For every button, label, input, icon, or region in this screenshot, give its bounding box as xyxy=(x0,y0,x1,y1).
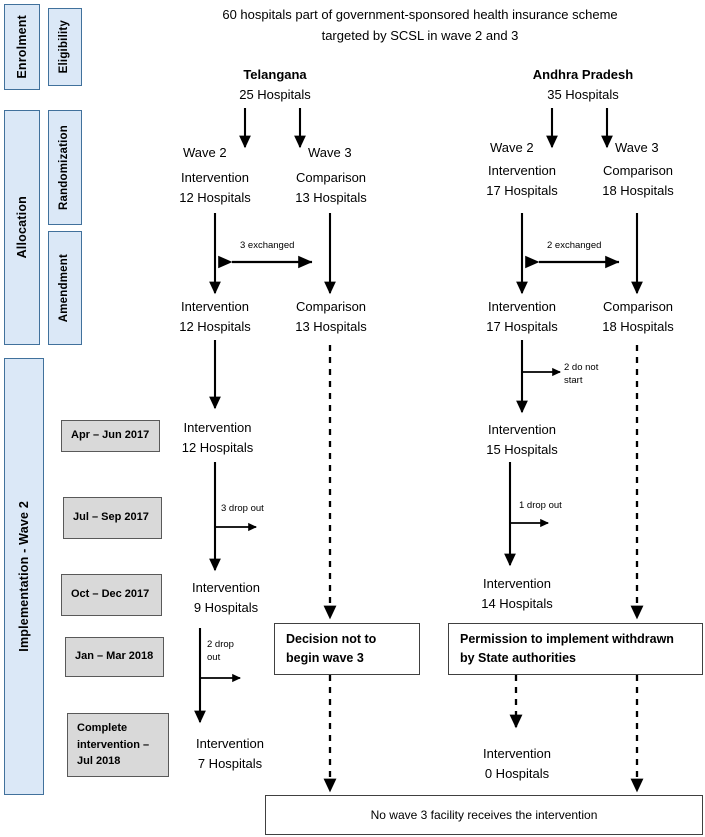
label-telangana-wave-2: Wave 2 xyxy=(183,145,227,160)
state-total-telangana: 25 Hospitals xyxy=(239,87,311,103)
period-label: Oct – Dec 2017 xyxy=(71,588,150,601)
arm-count: 18 Hospitals xyxy=(602,319,674,335)
arm-name: Intervention xyxy=(196,736,264,751)
arm-name: Comparison xyxy=(602,163,674,178)
phase-bar-amendment: Amendment xyxy=(48,231,82,345)
outcome-box-no-wave-3-facility: No wave 3 facility receives the interven… xyxy=(265,795,703,835)
note-telangana-exchanged: 3 exchanged xyxy=(240,240,295,251)
arm-count: 13 Hospitals xyxy=(295,319,367,335)
arm-name: Intervention xyxy=(183,420,252,435)
phase-label-amendment: Amendment xyxy=(58,253,71,323)
arm-count: 12 Hospitals xyxy=(179,319,251,335)
node-telangana-final-intervention: Intervention 7 Hospitals xyxy=(165,734,295,774)
phase-label-eligibility: Eligibility xyxy=(58,20,71,74)
note-andhra-drop-out-1: 1 drop out xyxy=(519,500,562,511)
node-telangana-q1-intervention: Intervention 12 Hospitals xyxy=(160,418,275,458)
title-line-2: targeted by SCSL in wave 2 and 3 xyxy=(321,28,519,44)
arm-name: Intervention xyxy=(488,163,556,178)
node-telangana-q3-intervention: Intervention 9 Hospitals xyxy=(165,578,287,618)
outcome-text: No wave 3 facility receives the interven… xyxy=(370,808,598,822)
arm-name: Comparison xyxy=(602,299,674,314)
period-label: Jan – Mar 2018 xyxy=(75,650,154,663)
outcome-text: Permission to implement withdrawn by Sta… xyxy=(460,632,674,665)
period-box-complete-intervention: Complete intervention – Jul 2018 xyxy=(67,713,169,777)
arm-count: 7 Hospitals xyxy=(197,756,263,772)
node-telangana-post-intervention: Intervention 12 Hospitals xyxy=(160,297,270,337)
phase-label-enrolment: Enrolment xyxy=(14,15,29,79)
phase-bar-randomization: Randomization xyxy=(48,110,82,225)
label-andhra-wave-2: Wave 2 xyxy=(490,140,534,155)
note-telangana-drop-out-2: 2 drop out xyxy=(207,639,234,663)
arm-count: 13 Hospitals xyxy=(295,190,367,206)
node-andhra-q3-intervention: Intervention 14 Hospitals xyxy=(455,574,579,614)
phase-bar-enrolment: Enrolment xyxy=(4,4,40,90)
state-name-telangana: Telangana xyxy=(243,67,307,82)
arm-count: 15 Hospitals xyxy=(486,442,558,458)
node-andhra-final-intervention: Intervention 0 Hospitals xyxy=(455,744,579,784)
period-label: Apr – Jun 2017 xyxy=(71,429,150,442)
period-box-jul-sep-2017: Jul – Sep 2017 xyxy=(63,497,162,539)
arm-count: 12 Hospitals xyxy=(181,440,254,456)
period-box-apr-jun-2017: Apr – Jun 2017 xyxy=(61,420,160,452)
arm-name: Intervention xyxy=(483,576,551,591)
node-andhra-post-comparison: Comparison 18 Hospitals xyxy=(583,297,693,337)
arm-name: Intervention xyxy=(181,170,249,185)
period-label: Jul – Sep 2017 xyxy=(73,511,149,524)
arm-count: 17 Hospitals xyxy=(486,183,558,199)
arm-count: 14 Hospitals xyxy=(481,596,553,612)
node-telangana-post-comparison: Comparison 13 Hospitals xyxy=(276,297,386,337)
arm-count: 17 Hospitals xyxy=(486,319,558,335)
node-telangana-wave3-arm: Comparison 13 Hospitals xyxy=(276,168,386,208)
period-label: Complete intervention – Jul 2018 xyxy=(77,722,150,768)
arm-count: 9 Hospitals xyxy=(193,600,259,616)
phase-bar-eligibility: Eligibility xyxy=(48,8,82,86)
node-telangana-wave2-arm: Intervention 12 Hospitals xyxy=(160,168,270,208)
period-box-oct-dec-2017: Oct – Dec 2017 xyxy=(61,574,162,616)
arm-count: 0 Hospitals xyxy=(484,766,550,782)
arm-name: Comparison xyxy=(295,299,367,314)
arm-name: Intervention xyxy=(192,580,260,595)
arm-count: 18 Hospitals xyxy=(602,183,674,199)
arm-name: Intervention xyxy=(181,299,249,314)
period-box-jan-mar-2018: Jan – Mar 2018 xyxy=(65,637,164,677)
note-andhra-do-not-start: 2 do not start xyxy=(564,362,599,386)
phase-bar-allocation: Allocation xyxy=(4,110,40,345)
arm-name: Comparison xyxy=(295,170,367,185)
node-andhra-header: Andhra Pradesh 35 Hospitals xyxy=(488,65,678,105)
outcome-box-permission-withdrawn: Permission to implement withdrawn by Sta… xyxy=(448,623,703,675)
note-andhra-exchanged: 2 exchanged xyxy=(547,240,602,251)
node-andhra-post-intervention: Intervention 17 Hospitals xyxy=(467,297,577,337)
node-andhra-wave3-arm: Comparison 18 Hospitals xyxy=(583,161,693,201)
outcome-box-decision-not-to-begin-wave-3: Decision not to begin wave 3 xyxy=(274,623,420,675)
node-telangana-header: Telangana 25 Hospitals xyxy=(180,65,370,105)
phase-label-allocation: Allocation xyxy=(14,196,29,259)
node-andhra-q1-intervention: Intervention 15 Hospitals xyxy=(462,420,582,460)
note-telangana-drop-out-1: 3 drop out xyxy=(221,503,264,514)
outcome-text: Decision not to begin wave 3 xyxy=(286,632,377,665)
state-name-andhra: Andhra Pradesh xyxy=(532,67,634,82)
arm-count: 12 Hospitals xyxy=(179,190,251,206)
phase-label-implementation-wave-2: Implementation - Wave 2 xyxy=(16,501,31,652)
arm-name: Intervention xyxy=(488,299,556,314)
node-andhra-wave2-arm: Intervention 17 Hospitals xyxy=(467,161,577,201)
arm-name: Intervention xyxy=(488,422,556,437)
arm-name: Intervention xyxy=(483,746,551,761)
phase-bar-implementation-wave-2: Implementation - Wave 2 xyxy=(4,358,44,795)
phase-label-randomization: Randomization xyxy=(58,124,71,210)
label-andhra-wave-3: Wave 3 xyxy=(615,140,659,155)
state-total-andhra: 35 Hospitals xyxy=(547,87,619,103)
label-telangana-wave-3: Wave 3 xyxy=(308,145,352,160)
page-title: 60 hospitals part of government-sponsore… xyxy=(185,4,655,47)
title-line-1: 60 hospitals part of government-sponsore… xyxy=(222,7,618,22)
